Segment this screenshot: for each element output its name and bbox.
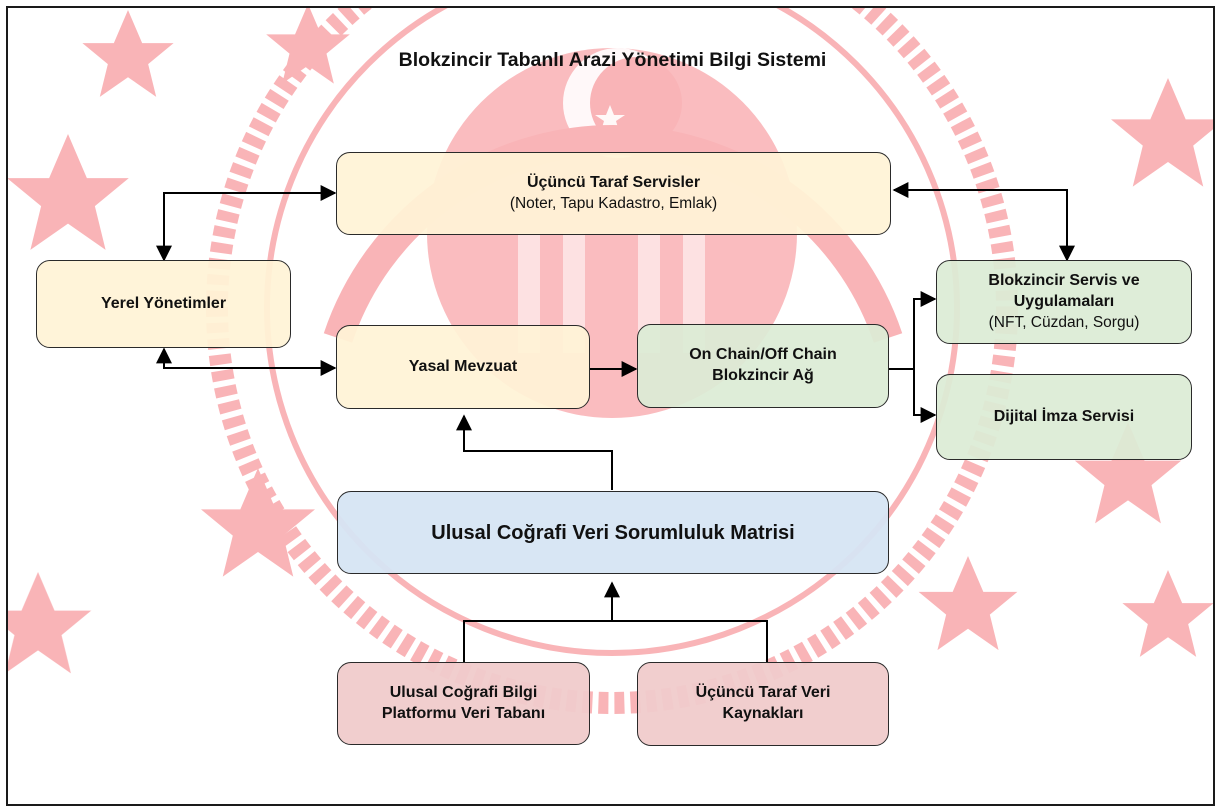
- arrow-sources-merge: [463, 620, 768, 662]
- third-party-services-subtitle: (Noter, Tapu Kadastro, Emlak): [509, 194, 718, 212]
- diagram-title: Blokzincir Tabanlı Arazi Yönetimi Bilgi …: [398, 49, 827, 71]
- platform-database-title-line1: Ulusal Coğrafi Bilgi: [389, 683, 538, 701]
- blockchain-services-title-line1: Blokzincir Servis ve: [988, 272, 1140, 290]
- blockchain-network-title-line2: Blokzincir Ağ: [712, 367, 814, 384]
- diagram-frame: Blokzincir Tabanlı Arazi Yönetimi Bilgi …: [6, 6, 1215, 806]
- responsibility-matrix-title: Ulusal Coğrafi Veri Sorumluluk Matrisi: [431, 521, 795, 544]
- third-party-data-node: Üçüncü Taraf Veri Kaynakları: [637, 662, 889, 746]
- legal-legislation-node: Yasal Mevzuat: [336, 325, 590, 409]
- arrow-network-to-bcservices: [913, 291, 937, 369]
- arrow-local-to-thirdparty: [156, 185, 337, 262]
- third-party-data-title-line2: Kaynakları: [722, 705, 804, 722]
- blockchain-services-title-line2: Uygulamaları: [1013, 292, 1115, 310]
- digital-signature-node: Dijital İmza Servisi: [936, 374, 1192, 460]
- local-governments-title: Yerel Yönetimler: [100, 294, 227, 312]
- platform-database-node: Ulusal Coğrafi Bilgi Platformu Veri Taba…: [337, 662, 590, 745]
- arrow-matrix-to-legal: [456, 414, 613, 490]
- blockchain-services-subtitle: (NFT, Cüzdan, Sorgu): [988, 313, 1140, 331]
- third-party-data-title-line1: Üçüncü Taraf Veri: [695, 684, 831, 702]
- third-party-services-node: Üçüncü Taraf Servisler (Noter, Tapu Kada…: [336, 152, 891, 235]
- blockchain-network-node: On Chain/Off Chain Blokzincir Ağ: [637, 324, 889, 408]
- local-governments-node: Yerel Yönetimler: [36, 260, 291, 348]
- legal-legislation-title: Yasal Mevzuat: [408, 357, 518, 375]
- blockchain-network-title-line1: On Chain/Off Chain: [689, 346, 837, 364]
- arrow-network-to-signature: [913, 369, 937, 423]
- platform-database-title-line2: Platformu Veri Tabanı: [381, 704, 546, 722]
- blockchain-services-node: Blokzincir Servis ve Uygulamaları (NFT, …: [936, 260, 1192, 344]
- digital-signature-title: Dijital İmza Servisi: [993, 407, 1135, 425]
- arrow-local-to-legal: [156, 347, 337, 376]
- third-party-services-title: Üçüncü Taraf Servisler: [526, 174, 701, 192]
- arrow-thirdparty-to-bcservices: [892, 182, 1075, 262]
- responsibility-matrix-node: Ulusal Coğrafi Veri Sorumluluk Matrisi: [337, 491, 889, 574]
